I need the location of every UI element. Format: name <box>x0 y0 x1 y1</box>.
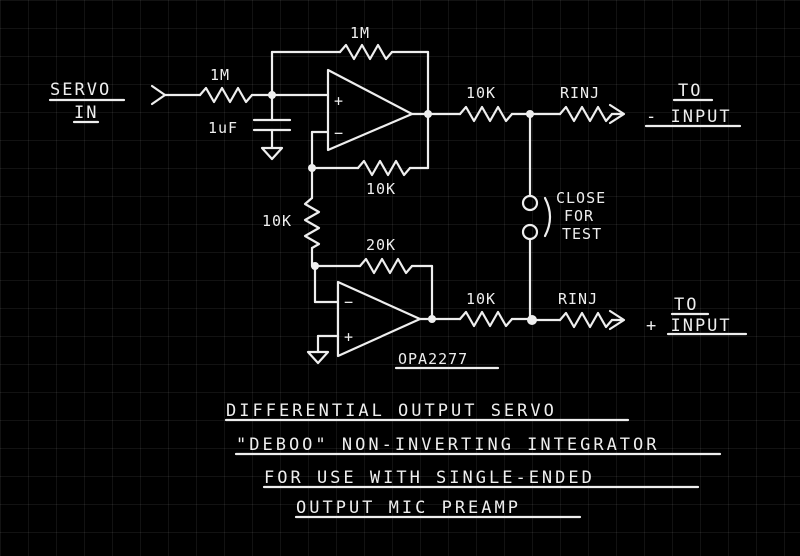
opamp-bottom <box>336 280 422 358</box>
resistor-10k-feedback <box>356 159 412 177</box>
caption-line-1: DIFFERENTIAL OUTPUT SERVO <box>226 401 557 421</box>
output-arrow-top <box>608 103 626 125</box>
label-r-fb-mid: 10K <box>366 180 396 198</box>
label-r-div: 10K <box>262 212 292 230</box>
resistor-1m-feedback <box>338 43 394 61</box>
resistor-10k-out-top <box>458 105 514 123</box>
resistor-10k-divider <box>303 196 321 250</box>
ground-top <box>260 146 284 161</box>
switch-contact-bottom <box>521 223 539 241</box>
caption-line-4: OUTPUT MIC PREAMP <box>296 498 521 518</box>
label-r-in: 1M <box>210 66 230 84</box>
resistor-rinj-top <box>558 105 614 123</box>
node-f <box>428 315 436 323</box>
label-input-top: - INPUT <box>646 107 732 127</box>
caption-line-2: "DEBOO" NON-INVERTING INTEGRATOR <box>236 435 660 455</box>
ground-bottom <box>306 350 330 365</box>
label-r-inj-top: RINJ <box>560 84 600 102</box>
resistor-1m-input <box>198 86 254 104</box>
input-arrow <box>150 84 167 106</box>
resistor-20k-feedback <box>358 257 414 275</box>
label-to-top: TO <box>678 81 702 101</box>
label-plus-top: + <box>334 92 344 110</box>
label-cap: 1uF <box>208 119 238 137</box>
label-r-out-bot: 10K <box>466 290 496 308</box>
output-arrow-bottom <box>608 309 626 331</box>
switch-arc <box>543 196 552 238</box>
resistor-rinj-bot <box>558 311 614 329</box>
label-r-out-top: 10K <box>466 84 496 102</box>
caption-line-3: FOR USE WITH SINGLE-ENDED <box>264 468 595 488</box>
label-servo: SERVO <box>50 80 111 100</box>
label-input-bot: + INPUT <box>646 316 732 336</box>
resistor-10k-out-bot <box>458 310 514 328</box>
label-r-fb-top: 1M <box>350 24 370 42</box>
label-r-fb-bot: 20K <box>366 236 396 254</box>
label-close: CLOSE <box>556 189 606 207</box>
opamp-top <box>326 68 414 152</box>
label-minus-bot: − <box>344 293 354 311</box>
label-plus-bot: + <box>344 328 354 346</box>
label-to-bot: TO <box>674 295 698 315</box>
label-test: TEST <box>562 225 602 243</box>
label-in: IN <box>74 103 98 123</box>
label-r-inj-bot: RINJ <box>558 290 598 308</box>
label-for: FOR <box>564 207 594 225</box>
label-minus-top: − <box>334 124 344 142</box>
switch-contact-top <box>521 194 539 212</box>
label-opamp: OPA2277 <box>398 350 468 368</box>
